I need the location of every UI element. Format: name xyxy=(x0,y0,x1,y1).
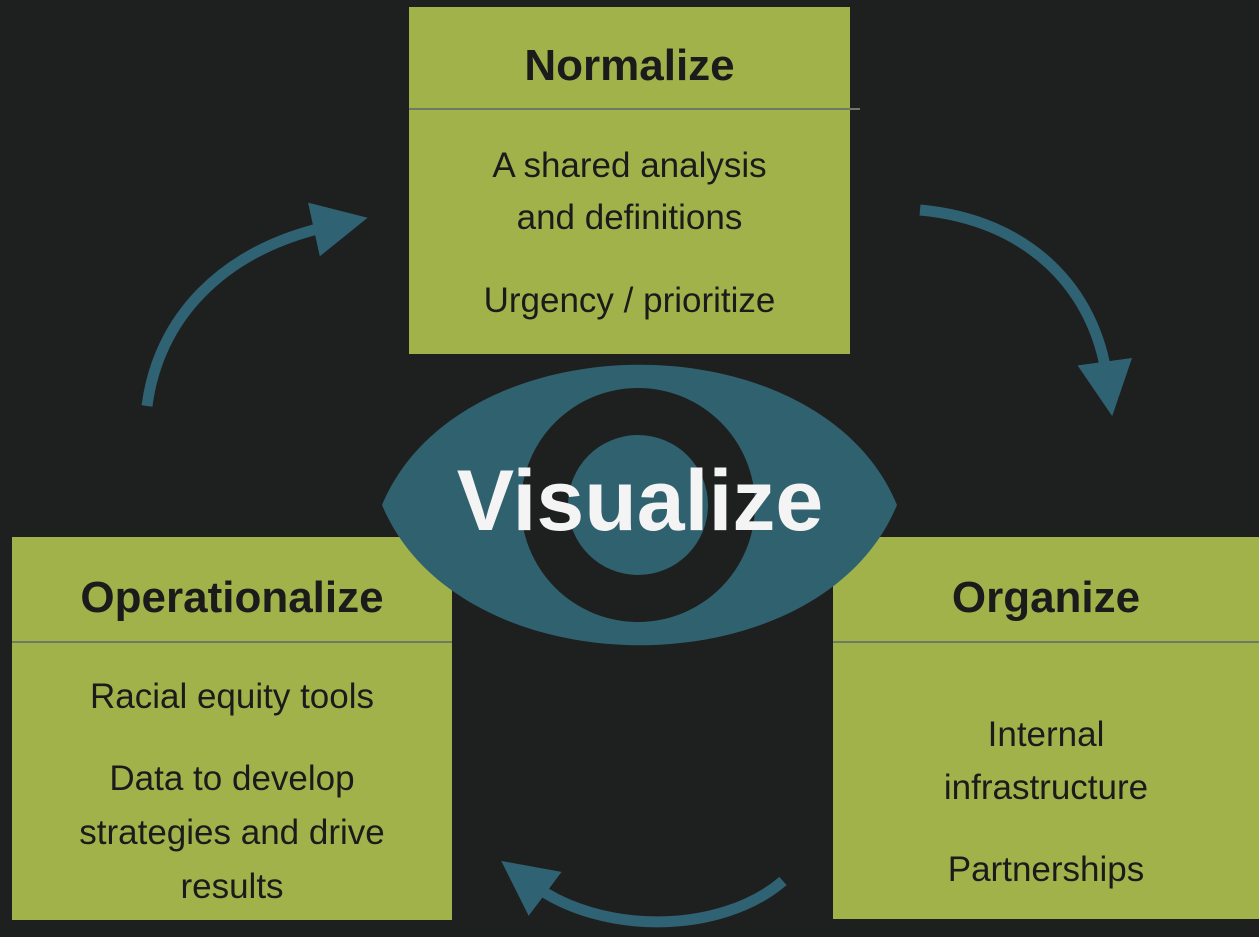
organize-line-1: Internal xyxy=(987,715,1105,754)
operationalize-line-4: results xyxy=(180,867,284,906)
cycle-arrow-icon xyxy=(501,860,787,928)
organize-divider xyxy=(833,641,1259,643)
cycle-arrow-icon xyxy=(919,204,1133,417)
operationalize-title: Operationalize xyxy=(80,573,384,622)
organize-title: Organize xyxy=(951,573,1141,622)
organize-line-2: infrastructure xyxy=(943,768,1149,807)
operationalize-line-2: Data to develop xyxy=(109,759,355,798)
normalize-line-2: and definitions xyxy=(516,198,743,237)
normalize-box: Normalize A shared analysis and definiti… xyxy=(409,7,860,354)
organize-line-3: Partnerships xyxy=(947,850,1145,889)
operationalize-box: Operationalize Racial equity tools Data … xyxy=(12,537,452,920)
cycle-arrow-icon xyxy=(141,202,368,407)
operationalize-line-3: strategies and drive xyxy=(79,813,385,852)
eye-icon xyxy=(382,364,897,646)
normalize-title: Normalize xyxy=(524,41,735,90)
operationalize-divider xyxy=(12,641,452,643)
normalize-line-3: Urgency / prioritize xyxy=(483,281,776,320)
normalize-divider xyxy=(409,108,860,110)
center-label: Visualize xyxy=(456,453,824,549)
organize-box: Organize Internal infrastructure Partner… xyxy=(833,537,1259,919)
operationalize-line-1: Racial equity tools xyxy=(89,677,375,716)
normalize-line-1: A shared analysis xyxy=(492,146,767,185)
